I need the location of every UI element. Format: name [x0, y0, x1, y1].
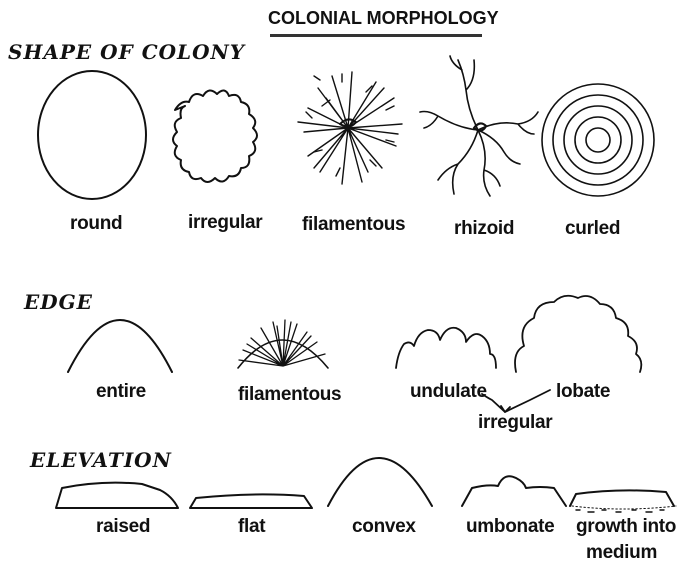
edge-lobate-drawing [515, 296, 641, 372]
shape-round-drawing [38, 71, 146, 199]
label-elevation-growth-line1: growth into [576, 516, 676, 538]
label-elevation-growth-line2: medium [586, 542, 657, 564]
elevation-growth-drawing [570, 490, 676, 512]
label-edge-lobate: lobate [556, 381, 610, 403]
label-elevation-convex: convex [352, 516, 416, 538]
shape-rhizoid-drawing [420, 56, 538, 196]
edge-filamentous-drawing [238, 320, 328, 368]
label-edge-filamentous: filamentous [238, 384, 341, 406]
label-shape-round: round [70, 213, 122, 235]
shape-irregular-drawing [173, 90, 257, 182]
label-shape-filamentous: filamentous [302, 214, 405, 236]
label-shape-curled: curled [565, 218, 620, 240]
label-edge-entire: entire [96, 381, 146, 403]
label-shape-irregular: irregular [188, 212, 262, 234]
label-elevation-umbonate: umbonate [466, 516, 554, 538]
edge-entire-drawing [68, 320, 172, 372]
label-edge-irregular-group: irregular [478, 412, 552, 434]
label-elevation-flat: flat [238, 516, 265, 538]
elevation-umbonate-drawing [462, 476, 566, 506]
elevation-convex-drawing [328, 458, 432, 506]
shape-filamentous-drawing [298, 72, 402, 184]
label-shape-rhizoid: rhizoid [454, 218, 514, 240]
label-edge-undulate: undulate [410, 381, 487, 403]
edge-undulate-drawing [396, 328, 496, 368]
shape-curled-drawing [542, 84, 654, 196]
elevation-flat-drawing [190, 494, 312, 508]
label-elevation-raised: raised [96, 516, 150, 538]
elevation-raised-drawing [56, 483, 178, 508]
edge-irregular-bracket [482, 390, 550, 412]
